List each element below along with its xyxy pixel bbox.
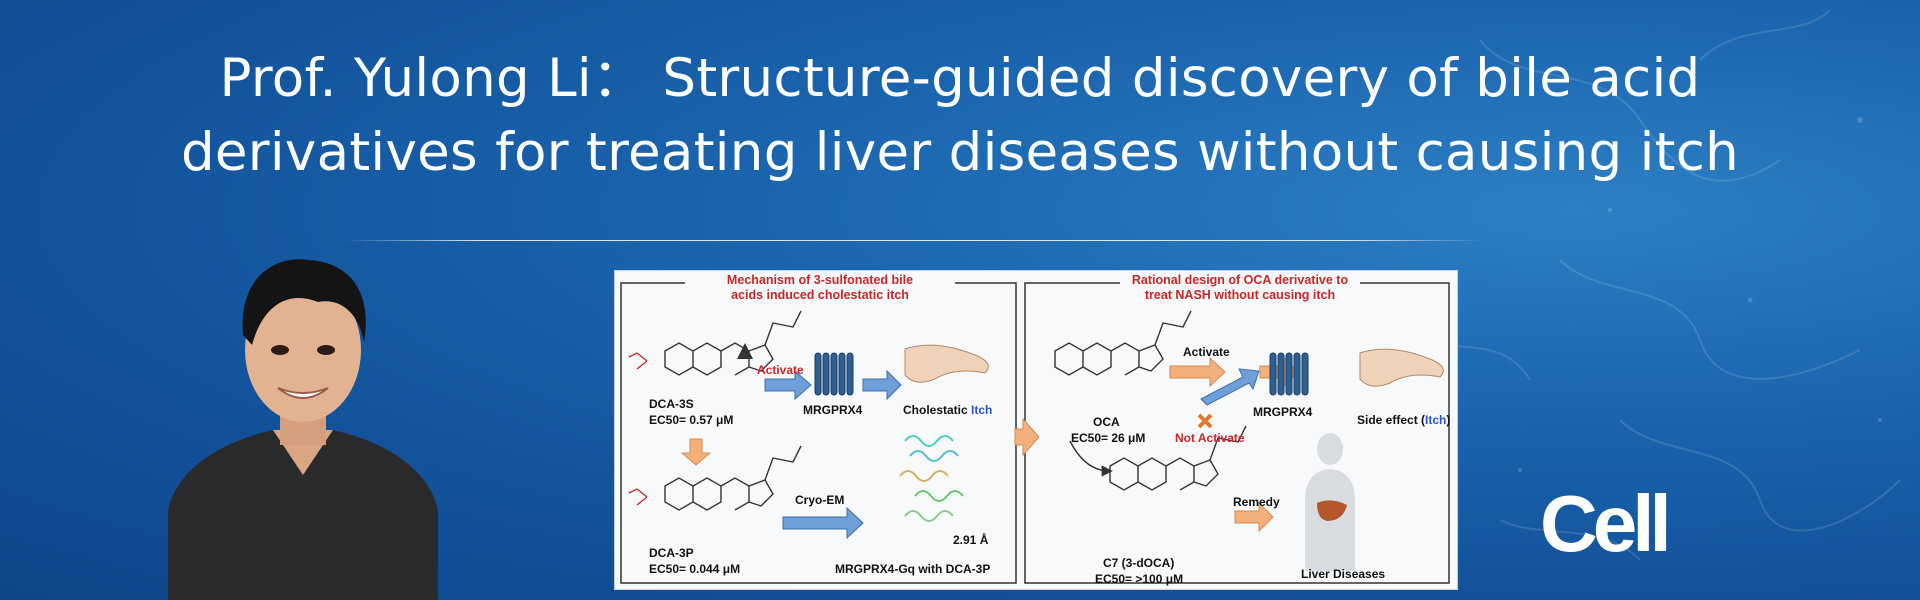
- receptor-label-right: MRGPRX4: [1253, 405, 1313, 419]
- cryo-em-structure: [899, 435, 964, 522]
- right-panel-heading: Rational design of OCA derivative to tre…: [1131, 273, 1349, 302]
- receptor-label-left: MRGPRX4: [803, 403, 863, 417]
- graphical-abstract: Mechanism of 3-sulfonated bile acids ind…: [614, 270, 1458, 590]
- molecule-dca-3s: [664, 310, 802, 376]
- compound-ec50-dca-3p: EC50= 0.044 μM: [649, 562, 741, 576]
- remedy-label: Remedy: [1233, 495, 1280, 509]
- human-liver-icon: [1305, 433, 1355, 571]
- compound-ec50-dca-3s: EC50= 0.57 μM: [649, 413, 734, 427]
- compound-name-dca-3p: DCA-3P: [649, 546, 694, 560]
- headline-line-2: derivatives for treating liver diseases …: [180, 122, 1740, 183]
- compound-ec50-oca: EC50= 26 μM: [1071, 431, 1146, 445]
- molecule-oca: [1054, 310, 1192, 376]
- blue-arrows: [764, 368, 1260, 540]
- compound-ec50-c7: EC50= >100 μM: [1095, 572, 1184, 586]
- disease-label: Liver Diseases: [1301, 567, 1386, 581]
- outcome-label: Cholestatic Itch: [903, 403, 993, 417]
- molecule-dca-3p: [664, 445, 802, 511]
- left-panel-heading: Mechanism of 3-sulfonated bile acids ind…: [726, 273, 914, 302]
- side-effect-label: Side effect (Itch): [1357, 413, 1451, 427]
- divider-line: [344, 240, 1484, 241]
- resolution-label: 2.91 Å: [953, 533, 989, 547]
- portrait-photo: [168, 259, 438, 600]
- structure-label: MRGPRX4-Gq with DCA-3P: [835, 562, 991, 576]
- compound-name-c7: C7 (3-dOCA): [1103, 556, 1175, 570]
- activate-label: Activate: [757, 363, 804, 377]
- compound-name-oca: OCA: [1093, 415, 1120, 429]
- compound-name-dca-3s: DCA-3S: [649, 397, 694, 411]
- activate-label-right: Activate: [1183, 345, 1230, 359]
- not-activate-label: Not Activate: [1175, 431, 1245, 445]
- receptor-icon: [814, 352, 1309, 396]
- abstract-artwork: [620, 273, 1450, 584]
- headline: Prof. Yulong Li： Structure-guided discov…: [0, 42, 1920, 190]
- method-label: Cryo-EM: [795, 493, 845, 507]
- molecule-c7: [1109, 425, 1247, 491]
- hand-icon: [904, 344, 1444, 387]
- cell-logo: Cell: [1540, 479, 1672, 568]
- headline-line-1: Prof. Yulong Li： Structure-guided discov…: [219, 48, 1701, 109]
